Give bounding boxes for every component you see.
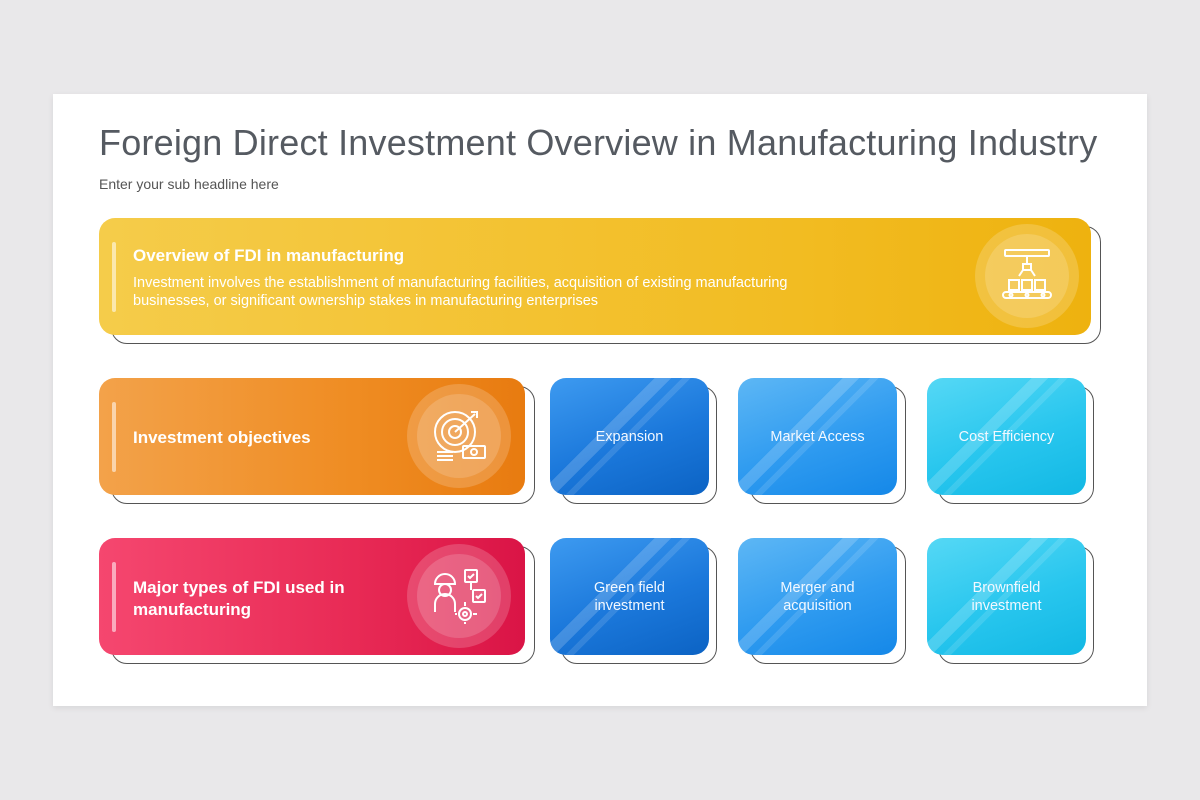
objectives-card[interactable]: Investment objectives bbox=[99, 378, 525, 495]
merger-label-line2: acquisition bbox=[783, 597, 852, 614]
target-money-icon bbox=[407, 384, 511, 488]
cost-efficiency-card[interactable]: Cost Efficiency bbox=[927, 378, 1086, 495]
page-subtitle: Enter your sub headline here bbox=[99, 176, 279, 192]
objectives-heading: Investment objectives bbox=[133, 428, 311, 447]
overview-card[interactable]: Overview of FDI in manufacturing Investm… bbox=[99, 218, 1091, 335]
brownfield-card[interactable]: Brownfield investment bbox=[927, 538, 1086, 655]
card-sheen bbox=[112, 562, 116, 632]
merger-label: Merger and acquisition bbox=[738, 579, 897, 615]
overview-heading: Overview of FDI in manufacturing bbox=[133, 246, 405, 265]
card-sheen bbox=[112, 242, 116, 312]
page-title: Foreign Direct Investment Overview in Ma… bbox=[99, 122, 1098, 163]
types-heading-line2: manufacturing bbox=[133, 600, 252, 619]
worker-workflow-icon bbox=[407, 544, 511, 648]
types-card[interactable]: Major types of FDI used in manufacturing bbox=[99, 538, 525, 655]
market-access-card[interactable]: Market Access bbox=[738, 378, 897, 495]
factory-robot-arm-icon bbox=[975, 224, 1079, 328]
brownfield-label-line1: Brownfield bbox=[972, 579, 1041, 596]
greenfield-label-line2: investment bbox=[594, 597, 665, 614]
greenfield-label: Green field investment bbox=[550, 579, 709, 615]
greenfield-card[interactable]: Green field investment bbox=[550, 538, 709, 655]
greenfield-label-line1: Green field bbox=[594, 579, 665, 596]
expansion-card[interactable]: Expansion bbox=[550, 378, 709, 495]
expansion-label: Expansion bbox=[595, 428, 664, 445]
brownfield-label: Brownfield investment bbox=[927, 579, 1086, 615]
brownfield-label-line2: investment bbox=[971, 597, 1042, 614]
slide: Foreign Direct Investment Overview in Ma… bbox=[53, 94, 1147, 706]
merger-label-line1: Merger and bbox=[780, 579, 855, 596]
types-heading-line1: Major types of FDI used in bbox=[133, 578, 345, 597]
cost-efficiency-label: Cost Efficiency bbox=[958, 428, 1055, 445]
merger-card[interactable]: Merger and acquisition bbox=[738, 538, 897, 655]
market-access-label: Market Access bbox=[770, 428, 865, 445]
overview-text-line2: businesses, or significant ownership sta… bbox=[133, 293, 599, 309]
card-sheen bbox=[112, 402, 116, 472]
overview-text-line1: Investment involves the establishment of… bbox=[133, 275, 788, 291]
